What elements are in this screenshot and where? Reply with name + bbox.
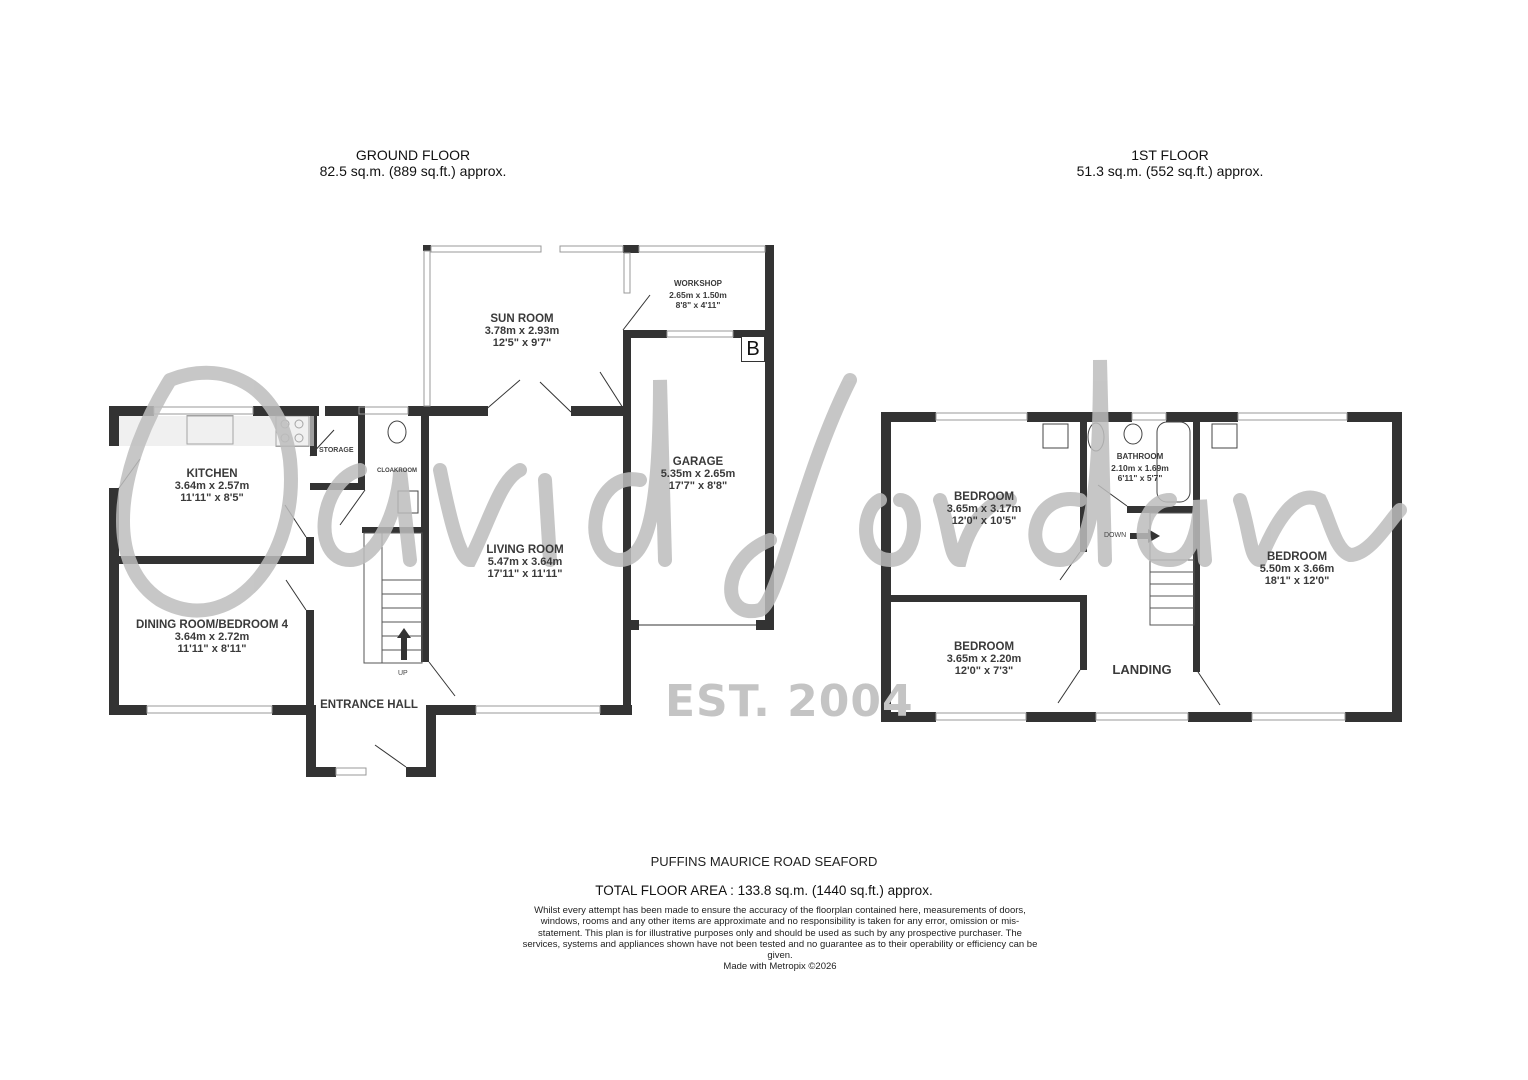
room-dining-room: DINING ROOM/BEDROOM 4 3.64m x 2.72m 11'1… (135, 619, 289, 655)
room-entrance-hall: ENTRANCE HALL (320, 699, 418, 711)
room-bedroom-2: BEDROOM 5.50m x 3.66m 18'1" x 12'0" (1259, 551, 1335, 587)
ground-floor-heading: GROUND FLOOR 82.5 sq.m. (889 sq.ft.) app… (313, 147, 513, 179)
windows (146, 245, 1348, 776)
total-floor-area: TOTAL FLOOR AREA : 133.8 sq.m. (1440 sq.… (595, 883, 933, 898)
room-garage: GARAGE 5.35m x 2.65m 17'7" x 8'8" (660, 456, 736, 492)
first-floor-title: 1ST FLOOR (1131, 147, 1209, 163)
ground-floor-title: GROUND FLOOR (355, 147, 471, 163)
made-with-credit: Made with Metropix ©2026 (723, 961, 837, 973)
room-bedroom-3: BEDROOM 3.65m x 2.20m 12'0" x 7'3" (946, 641, 1022, 677)
property-address: PUFFINS MAURICE ROAD SEAFORD (650, 854, 878, 869)
stair-down-label: DOWN (1104, 532, 1127, 539)
room-landing: LANDING (1112, 662, 1172, 677)
room-sun-room: SUN ROOM 3.78m x 2.93m 12'5" x 9'7" (484, 313, 560, 349)
room-kitchen: KITCHEN 3.64m x 2.57m 11'11" x 8'5" (174, 468, 250, 504)
room-bathroom: BATHROOM 2.10m x 1.69m 6'11" x 5'7" (1111, 452, 1169, 483)
stair-up-label: UP (398, 670, 408, 677)
est-watermark: EST. 2004 (665, 676, 914, 727)
disclaimer-text: Whilst every attempt has been made to en… (522, 905, 1038, 962)
stairs (363, 512, 1195, 664)
room-bedroom-1: BEDROOM 3.65m x 3.17m 12'0" x 10'5" (946, 491, 1022, 527)
boiler-marker: B (741, 336, 765, 362)
first-floor-heading: 1ST FLOOR 51.3 sq.m. (552 sq.ft.) approx… (1055, 147, 1285, 179)
ground-floor-area: 82.5 sq.m. (889 sq.ft.) approx. (319, 163, 507, 179)
room-living-room: LIVING ROOM 5.47m x 3.64m 17'11" x 11'11… (486, 544, 564, 580)
room-cloakroom: CLOAKROOM (377, 468, 417, 474)
first-floor-area: 51.3 sq.m. (552 sq.ft.) approx. (1076, 163, 1264, 179)
disclaimer-block: Whilst every attempt has been made to en… (520, 905, 1040, 973)
room-workshop: WORKSHOP 2.65m x 1.50m 8'8" x 4'11" (669, 279, 727, 310)
script-watermark (116, 359, 1407, 619)
room-storage: STORAGE (319, 447, 354, 454)
